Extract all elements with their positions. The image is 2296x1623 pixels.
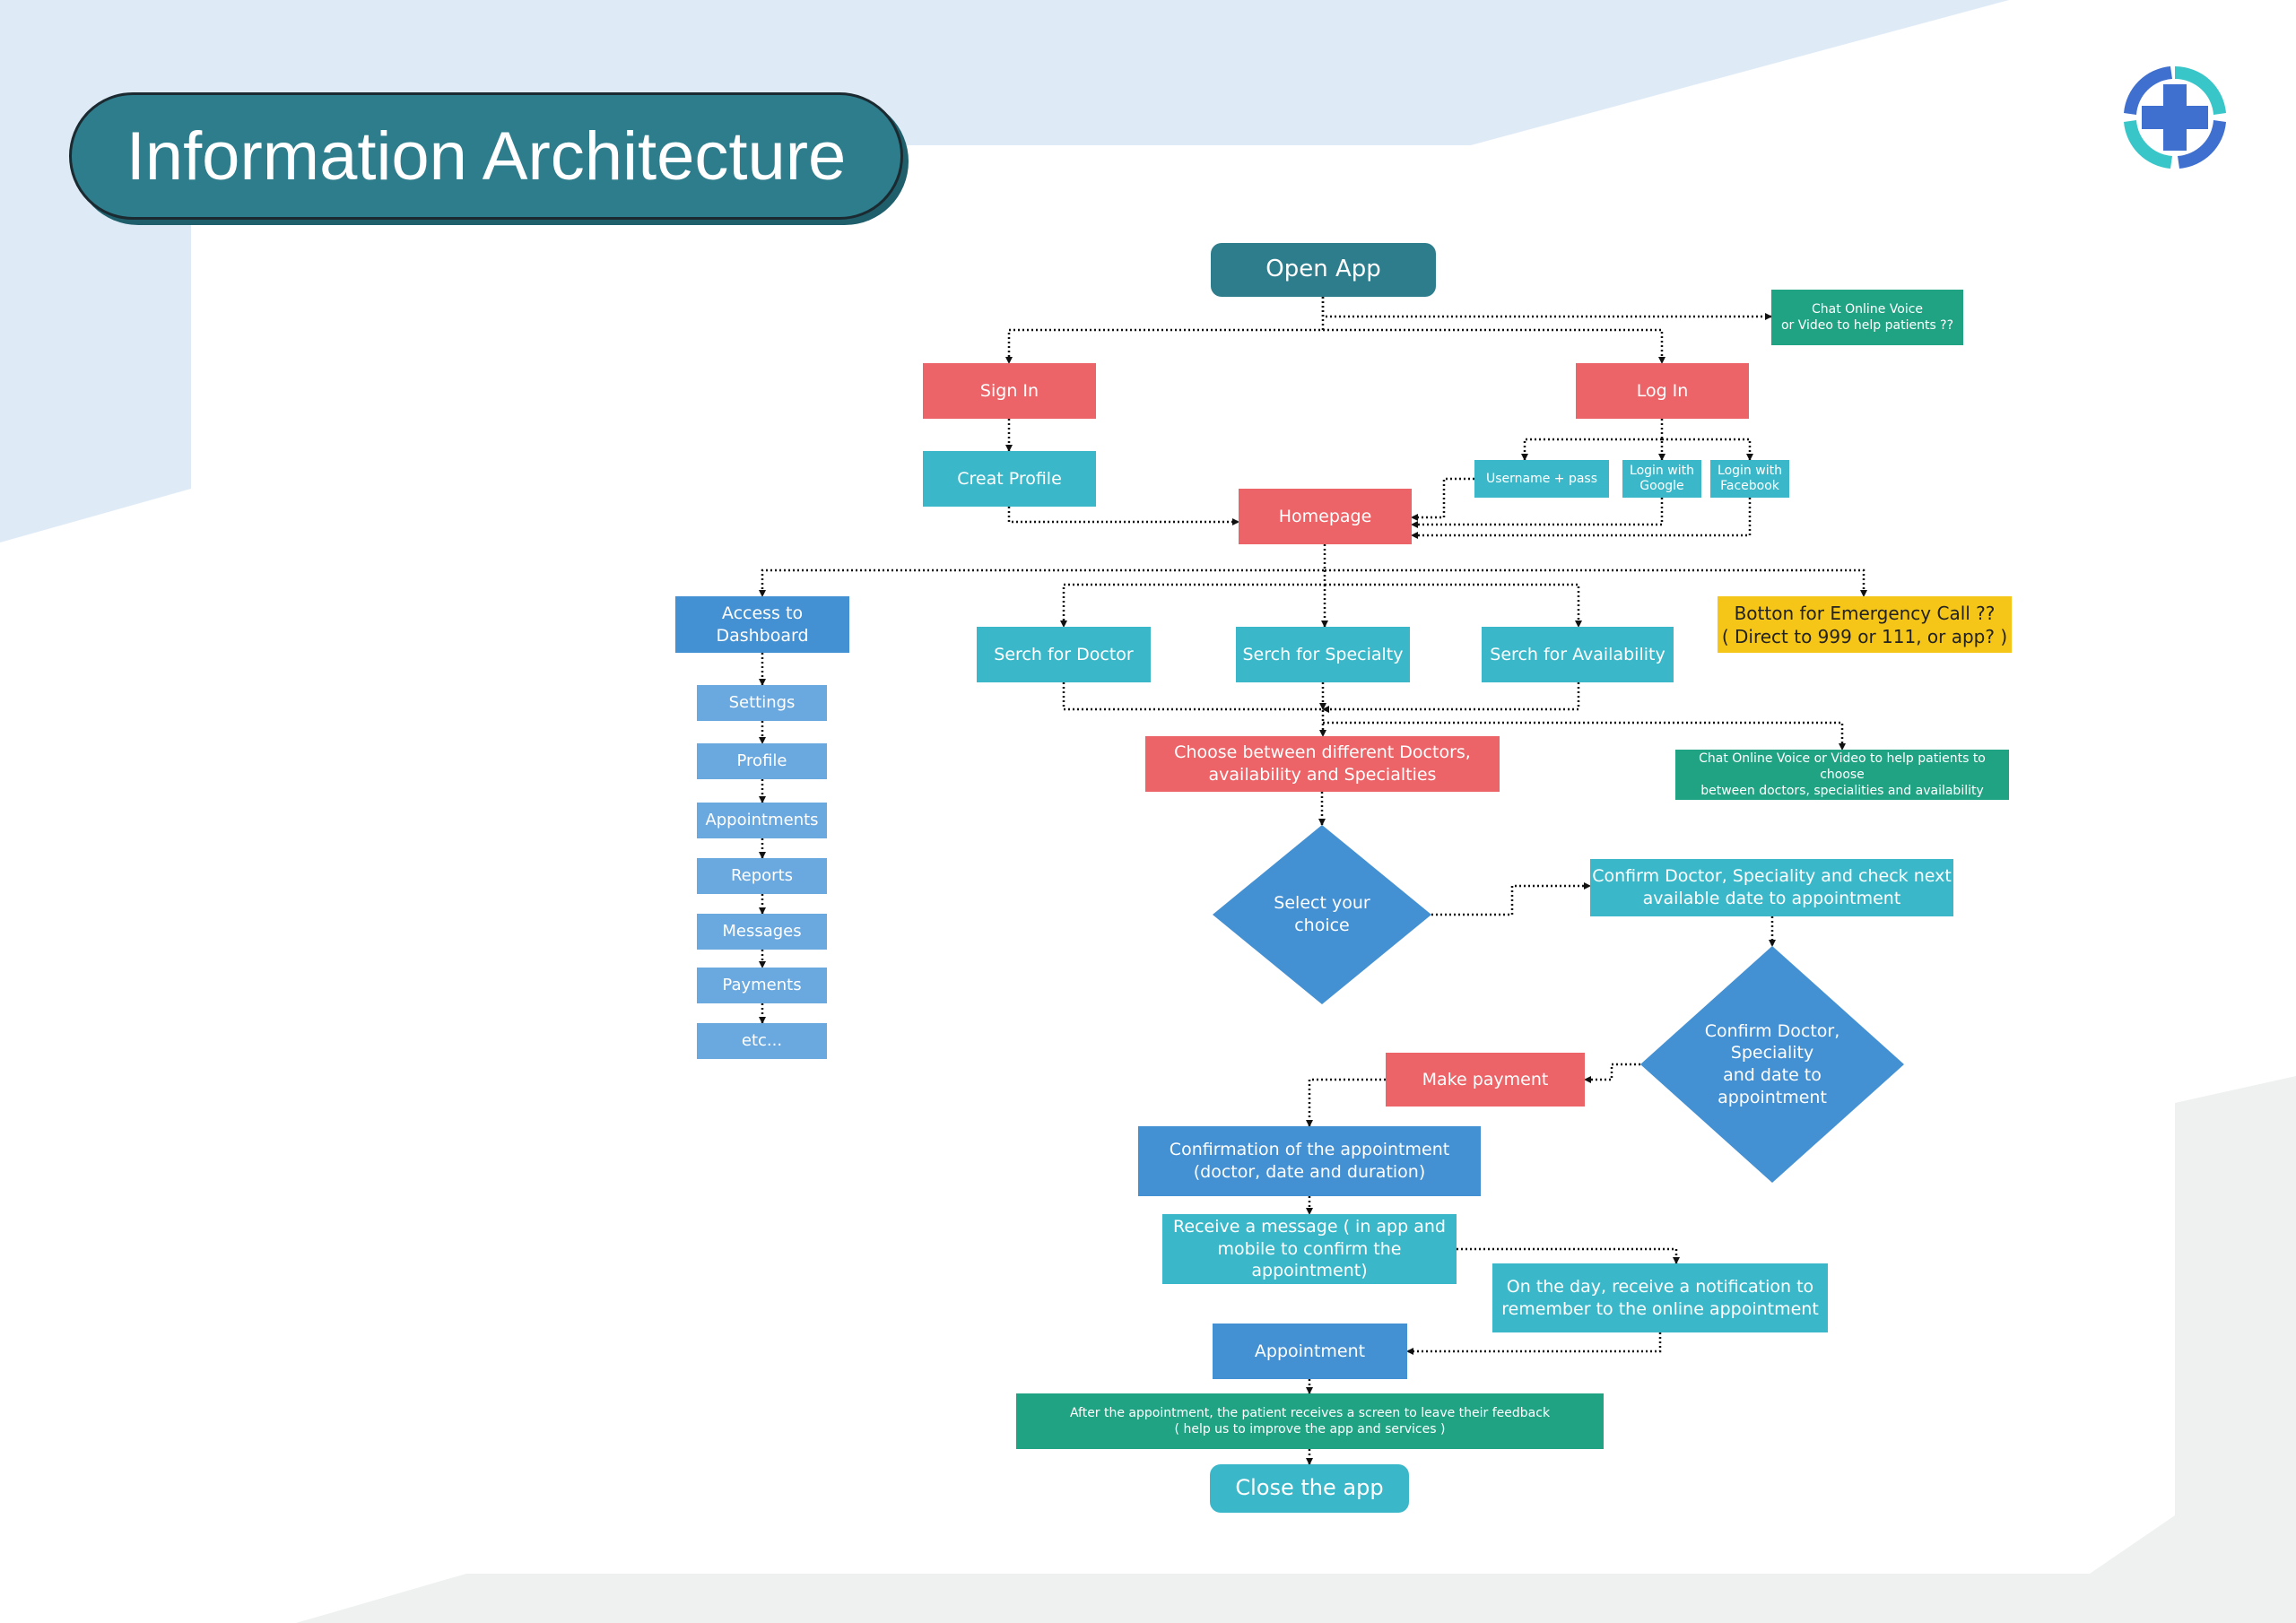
medical-cross-logo-icon bbox=[2124, 65, 2226, 169]
dashboard-item-appointments: Appointments bbox=[697, 803, 827, 838]
confirm-check-node: Confirm Doctor, Speciality and check nex… bbox=[1590, 859, 1953, 916]
emergency-call-node: Botton for Emergency Call ?? ( Direct to… bbox=[1718, 596, 2012, 653]
feedback-node: After the appointment, the patient recei… bbox=[1016, 1393, 1604, 1449]
receive-message-node: Receive a message ( in app and mobile to… bbox=[1162, 1214, 1457, 1284]
sign-in-node: Sign In bbox=[923, 363, 1096, 419]
choose-doctors-node: Choose between different Doctors, availa… bbox=[1145, 736, 1500, 792]
dashboard-item-etc: etc... bbox=[697, 1023, 827, 1059]
appointment-node: Appointment bbox=[1213, 1324, 1407, 1379]
log-in-node: Log In bbox=[1576, 363, 1749, 419]
search-doctor-node: Serch for Doctor bbox=[977, 627, 1151, 682]
search-availability-node: Serch for Availability bbox=[1482, 627, 1674, 682]
search-specialty-node: Serch for Specialty bbox=[1236, 627, 1410, 682]
dashboard-node: Access to Dashboard bbox=[675, 596, 849, 653]
username-pass-node: Username + pass bbox=[1474, 460, 1609, 498]
dashboard-item-profile: Profile bbox=[697, 743, 827, 779]
dashboard-item-payments: Payments bbox=[697, 968, 827, 1003]
confirm-decision-label: Confirm Doctor, Speciality and date to a… bbox=[1704, 1020, 1840, 1107]
dashboard-item-reports: Reports bbox=[697, 858, 827, 894]
dashboard-item-settings: Settings bbox=[697, 685, 827, 721]
dashboard-item-messages: Messages bbox=[697, 914, 827, 950]
homepage-node: Homepage bbox=[1239, 489, 1412, 544]
make-payment-node: Make payment bbox=[1386, 1053, 1585, 1107]
login-google-node: Login with Google bbox=[1622, 460, 1701, 498]
confirm-decision: Confirm Doctor, Speciality and date to a… bbox=[1640, 946, 1904, 1183]
open-app-node: Open App bbox=[1211, 243, 1436, 297]
confirmation-node: Confirmation of the appointment (doctor,… bbox=[1138, 1126, 1481, 1196]
notification-node: On the day, receive a notification to re… bbox=[1492, 1263, 1828, 1332]
creat-profile-node: Creat Profile bbox=[923, 451, 1096, 507]
chat-choose-node: Chat Online Voice or Video to help patie… bbox=[1675, 750, 2009, 800]
page-title: Information Architecture bbox=[69, 92, 903, 220]
chat-online-help-node: Chat Online Voice or Video to help patie… bbox=[1771, 290, 1963, 345]
login-facebook-node: Login with Facebook bbox=[1710, 460, 1789, 498]
close-app-node: Close the app bbox=[1210, 1464, 1409, 1513]
select-choice-decision: Select your choice bbox=[1213, 825, 1431, 1004]
select-choice-label: Select your choice bbox=[1274, 893, 1370, 935]
